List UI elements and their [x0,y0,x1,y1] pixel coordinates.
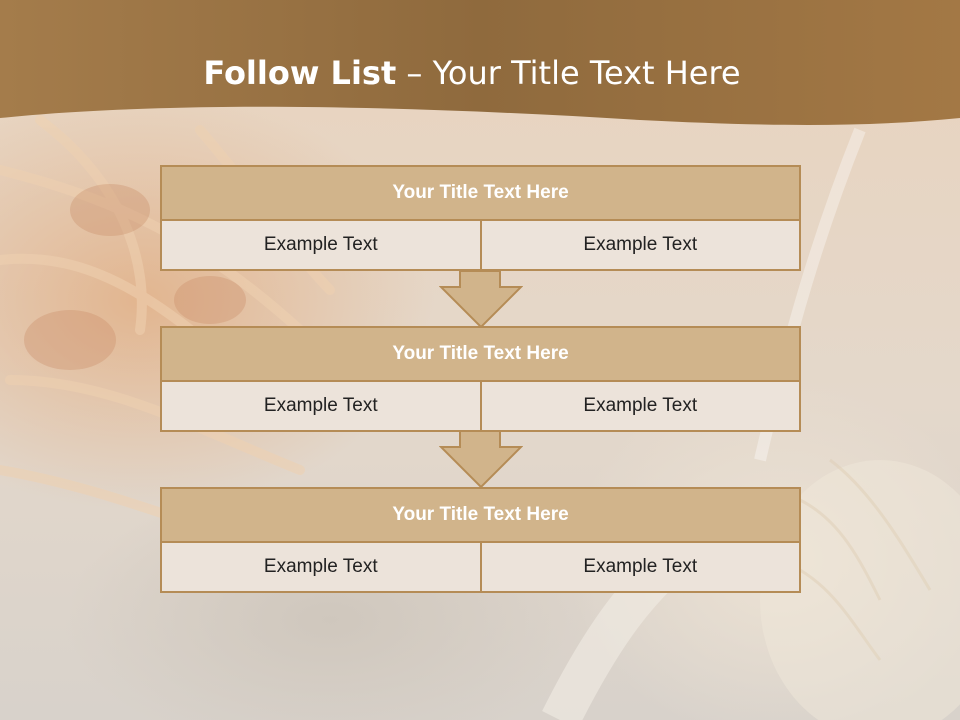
block-row: Example Text Example Text [160,382,801,432]
block-cell-left: Example Text [160,382,482,432]
block-cell-right: Example Text [481,382,801,432]
down-arrow-icon [439,270,523,329]
list-block: Your Title Text Here Example Text Exampl… [160,487,801,593]
block-cell-left: Example Text [160,543,482,593]
header-band [0,0,960,125]
title-bold: Follow List [203,54,397,92]
list-block: Your Title Text Here Example Text Exampl… [160,165,801,271]
block-title: Your Title Text Here [160,165,801,221]
list-block: Your Title Text Here Example Text Exampl… [160,326,801,432]
block-title: Your Title Text Here [160,326,801,382]
block-cell-left: Example Text [160,221,482,271]
block-title: Your Title Text Here [160,487,801,543]
down-arrow-icon [439,430,523,489]
page-title: Follow List – Your Title Text Here [0,54,944,92]
block-row: Example Text Example Text [160,221,801,271]
block-cell-right: Example Text [481,543,801,593]
title-rest: – Your Title Text Here [396,54,741,92]
block-row: Example Text Example Text [160,543,801,593]
block-cell-right: Example Text [481,221,801,271]
